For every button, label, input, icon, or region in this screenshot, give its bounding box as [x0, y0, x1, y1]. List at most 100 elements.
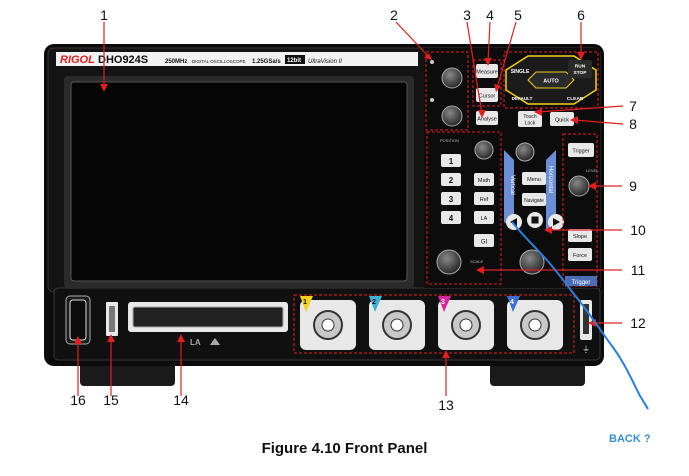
analog-inputs-outline — [293, 294, 575, 354]
auto-button[interactable] — [527, 71, 575, 89]
ch3-button[interactable] — [441, 192, 461, 205]
navigate-button[interactable] — [522, 193, 546, 206]
ch4-button[interactable] — [441, 211, 461, 224]
stop-icon — [531, 216, 539, 224]
sample-rate: 1.25GSa/s — [252, 59, 281, 65]
ch3-bnc-core — [459, 318, 473, 332]
ch2-button[interactable] — [441, 173, 461, 186]
default-button[interactable]: DEFAULT — [512, 96, 533, 101]
measure-button[interactable] — [476, 64, 498, 78]
measure-outline — [472, 59, 502, 107]
la-port-arrow — [210, 338, 220, 345]
vertical-scale-knob[interactable] — [436, 249, 462, 275]
multipurpose-knob-a[interactable] — [441, 67, 463, 89]
callout-lines — [77, 21, 624, 396]
auto-label: AUTO — [543, 79, 559, 85]
bits: 12bit — [287, 58, 301, 64]
play-back-icon — [510, 218, 517, 226]
callout-6: 6 — [577, 7, 585, 23]
callout-11: 11 — [631, 262, 646, 278]
series: UltraVision II — [308, 59, 342, 65]
trigger-level-knob[interactable] — [568, 175, 590, 197]
ref-button[interactable] — [474, 192, 494, 205]
math-label: Math — [478, 178, 490, 184]
vertical-outline — [426, 131, 502, 285]
callout-numbers: 1 2 3 4 5 6 7 8 9 10 11 12 13 14 15 16 — [70, 7, 646, 413]
channel-inputs: 1 2 3 4 — [300, 296, 563, 350]
vertical-position-knob[interactable] — [474, 140, 494, 160]
touch-lock-button[interactable] — [518, 111, 542, 127]
bandwidth: 250MHz — [165, 59, 187, 65]
horizontal-position-knob[interactable] — [515, 142, 535, 162]
cursor-button[interactable] — [476, 88, 498, 102]
ch1-tag — [300, 296, 313, 312]
quick-button[interactable] — [550, 112, 574, 126]
cursor-label: Cursor — [479, 94, 496, 100]
ch2-tag-label: 2 — [372, 299, 376, 306]
run-stop-button[interactable] — [568, 60, 592, 78]
ch3-label: 3 — [449, 195, 454, 204]
play-forward-icon — [553, 218, 560, 226]
callout-1: 1 — [100, 7, 108, 23]
scale-label: SCALE — [470, 259, 483, 264]
la-button[interactable] — [474, 211, 494, 224]
callout-arrowheads — [74, 52, 596, 358]
la-label: LA — [481, 216, 488, 222]
horizontal-scale-knob[interactable] — [519, 249, 545, 275]
trigger-section: Trigger LEVEL Slope Force Trigger — [562, 133, 599, 287]
ch3-tag-label: 3 — [441, 299, 445, 306]
math-button[interactable] — [474, 173, 494, 186]
trigger-button[interactable] — [568, 143, 594, 157]
la-port-label: LA — [190, 338, 201, 347]
ground-icon: ⏚ — [582, 345, 590, 354]
trigger-tab-label: Trigger — [572, 280, 591, 286]
back-link[interactable]: BACK ? — [609, 433, 651, 445]
stop-label: STOP — [574, 70, 588, 76]
single-button[interactable]: SINGLE — [511, 69, 530, 75]
vertical-section: POSITION 1 2 3 4 Math Ref LA GI SCALE — [426, 131, 502, 285]
usb-slot — [109, 306, 115, 332]
knob-group-outline — [425, 51, 469, 131]
slope-label: Slope — [573, 234, 587, 240]
display-screen — [70, 81, 408, 282]
touch-label: Touch — [523, 114, 537, 120]
power-button[interactable] — [69, 299, 87, 341]
position-label: POSITION — [440, 138, 459, 143]
lock-label: Lock — [525, 121, 536, 127]
callout-13: 13 — [438, 397, 454, 413]
ch1-tag-label: 1 — [303, 299, 307, 306]
blue-annotation-stroke — [511, 221, 649, 410]
horizontal-section: Vertical Horizontal Menu Navigate — [504, 142, 564, 275]
level-label: LEVEL — [586, 168, 599, 173]
callout-3: 3 — [463, 7, 471, 23]
callout-4: 4 — [486, 7, 494, 23]
ch4-tag-label: 4 — [510, 299, 514, 306]
force-label: Force — [573, 253, 587, 259]
ch2-label: 2 — [449, 176, 454, 185]
force-button[interactable] — [568, 248, 592, 261]
ref-label: Ref — [480, 197, 489, 203]
ch2-tag — [369, 296, 382, 312]
callout-2: 2 — [390, 7, 398, 23]
trigger-tab — [565, 276, 597, 286]
slope-button[interactable] — [568, 229, 592, 242]
callout-9: 9 — [629, 178, 637, 194]
gi-button[interactable] — [474, 234, 494, 247]
callout-15: 15 — [103, 392, 119, 408]
measure-label: Measure — [476, 70, 497, 76]
clear-button[interactable]: CLEAR — [567, 96, 584, 102]
run-control-cluster: AUTO SINGLE RUN STOP DEFAULT CLEAR — [503, 51, 599, 109]
callout-5: 5 — [514, 7, 522, 23]
bits-badge — [285, 55, 305, 64]
multipurpose-knob-b[interactable] — [441, 105, 463, 127]
ch1-label: 1 — [449, 157, 454, 166]
ch1-button[interactable] — [441, 154, 461, 167]
probe-comp-slot — [583, 304, 589, 334]
run-label: RUN — [575, 64, 586, 70]
la-port-inner — [132, 306, 284, 328]
ch2-bnc-core — [390, 318, 404, 332]
measure-cursor-analyse: Measure Cursor Analyse — [472, 59, 502, 125]
menu-button[interactable] — [522, 172, 546, 185]
ch4-bnc-core — [528, 318, 542, 332]
